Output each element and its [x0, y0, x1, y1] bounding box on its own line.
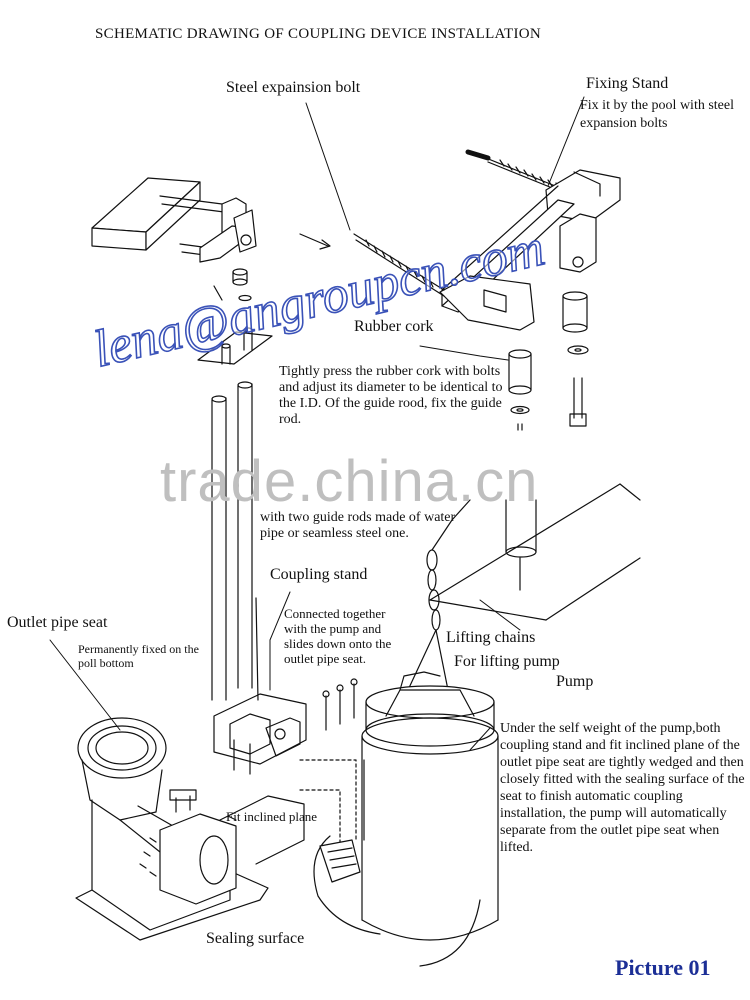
rubber-cork-note: Tightly press the rubber cork with bolts… [279, 364, 503, 427]
lifting-chains-note: For lifting pump [454, 653, 560, 670]
coupling-stand-note: Connected together with the pump and sli… [284, 606, 392, 666]
pump-body [313, 671, 499, 967]
guide-rod-note: with two guide rods made of water pipe o… [260, 510, 456, 541]
lifting-chain [407, 499, 471, 691]
steel-bolt-label: Steel expainsion bolt [226, 79, 361, 96]
leader-lines [49, 96, 585, 821]
arrows [213, 233, 331, 301]
outlet-pipe-seat-label: Outlet pipe seat [7, 614, 108, 631]
coupling-lines [299, 759, 357, 851]
fit-inclined-plane-label: Fit inclined plane [226, 809, 317, 824]
picture-label: Picture 01 [615, 955, 711, 980]
pump-note: Under the self weight of the pump,both c… [500, 721, 745, 855]
left-fixing-stand [159, 195, 257, 302]
rubber-cork-label: Rubber cork [354, 318, 434, 335]
small-bolts [322, 678, 358, 731]
outlet-pipe-seat-note: Permanently fixed on the poll bottom [78, 642, 199, 670]
coupling-stand-label: Coupling stand [270, 566, 368, 583]
fixing-stand-label: Fixing Stand [586, 75, 669, 92]
guide-perspective-lines [429, 483, 641, 621]
right-corks [505, 291, 589, 591]
right-fixing-stand [353, 149, 621, 331]
left-guide-rods [197, 327, 273, 701]
coupling-stand [213, 597, 307, 775]
wall-block [91, 177, 201, 251]
sealing-surface-label: Sealing surface [206, 930, 305, 947]
fixing-stand-note: Fix it by the pool with steel expansion … [580, 98, 734, 131]
outlet-pipe-seat-base [75, 717, 305, 941]
pump-label: Pump [556, 673, 594, 690]
lifting-chains-label: Lifting chains [446, 629, 536, 646]
drawing-title: SCHEMATIC DRAWING OF COUPLING DEVICE INS… [95, 26, 542, 42]
